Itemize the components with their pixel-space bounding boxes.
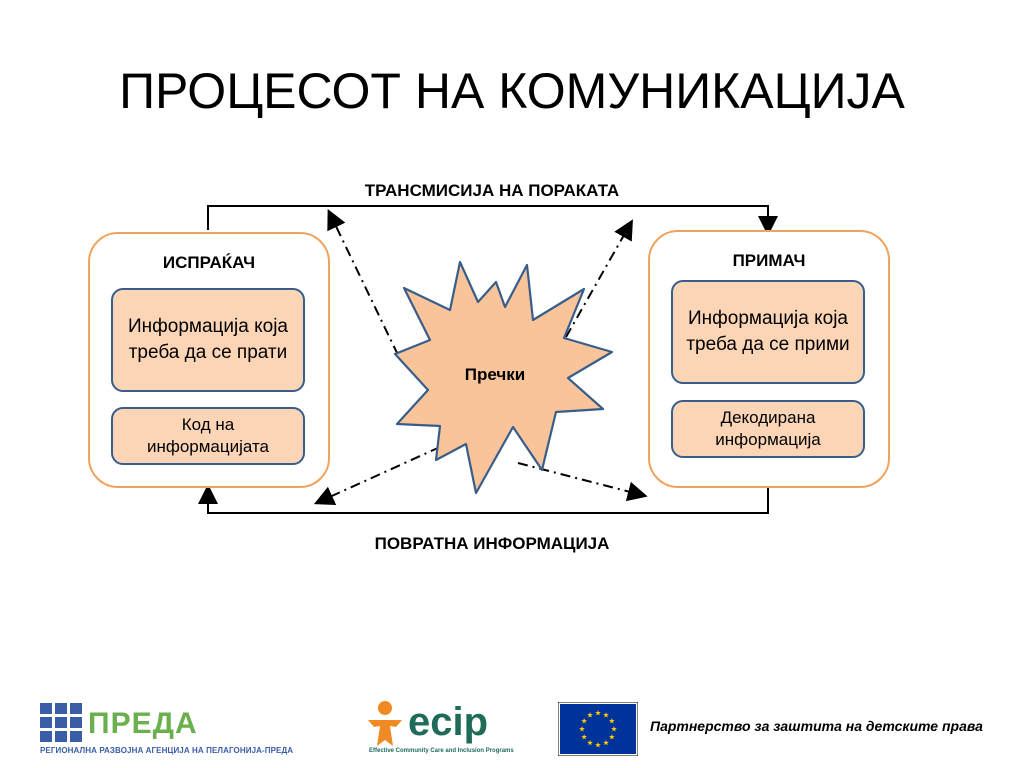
preda-logo-text: ПРЕДА — [88, 707, 198, 740]
noise-arrow-top-right — [565, 219, 633, 338]
eu-star-icon — [595, 710, 601, 716]
eu-star-icon — [603, 739, 609, 746]
receiver-info-box: Информација која треба да се прими — [671, 280, 865, 384]
partnership-text: Партнерство за заштита на детските права — [650, 718, 983, 734]
preda-grid-icon — [40, 703, 82, 742]
eu-star-icon — [595, 742, 601, 748]
ecip-person-icon — [368, 701, 402, 746]
feedback-label: ПОВРАТНА ИНФОРМАЦИЈА — [374, 534, 610, 553]
eu-star-icon — [581, 734, 587, 740]
sender-title: ИСПРАЌАЧ — [162, 253, 256, 272]
ecip-logo-text: ecip — [408, 700, 489, 744]
noise-arrow-bottom-left — [313, 446, 441, 505]
noise-label: Пречки — [464, 365, 526, 384]
ecip-logo-subtitle: Effective Community Care and Inclusion P… — [369, 748, 514, 754]
slide-title: ПРОЦЕСОТ НА КОМУНИКАЦИЈА — [119, 63, 905, 119]
noise-star-shape — [393, 260, 614, 495]
eu-star-icon — [587, 712, 593, 718]
feedback-arrow — [198, 484, 769, 514]
transmission-arrow — [207, 205, 778, 236]
sender-info-box: Информација која треба да се прати — [111, 288, 305, 392]
receiver-title: ПРИМАЧ — [732, 251, 806, 270]
eu-star-icon — [579, 726, 585, 732]
eu-star-icon — [611, 726, 617, 732]
eu-flag-icon — [558, 702, 638, 756]
eu-star-icon — [587, 739, 593, 746]
receiver-decoded-box: Декодирана информација — [671, 400, 865, 458]
eu-star-icon — [609, 734, 615, 740]
noise-arrow-bottom-right — [517, 462, 648, 502]
preda-logo-subtitle: РЕГИОНАЛНА РАЗВОЈНА АГЕНЦИЈА НА ПЕЛАГОНИ… — [40, 746, 294, 755]
eu-star-icon — [609, 718, 615, 724]
eu-star-icon — [603, 712, 609, 718]
transmission-label: ТРАНСМИСИЈА НА ПОРАКАТА — [364, 181, 620, 200]
noise-arrow-top-left — [327, 208, 399, 356]
eu-star-icon — [581, 718, 587, 724]
sender-code-box: Код на информацијата — [111, 407, 305, 465]
